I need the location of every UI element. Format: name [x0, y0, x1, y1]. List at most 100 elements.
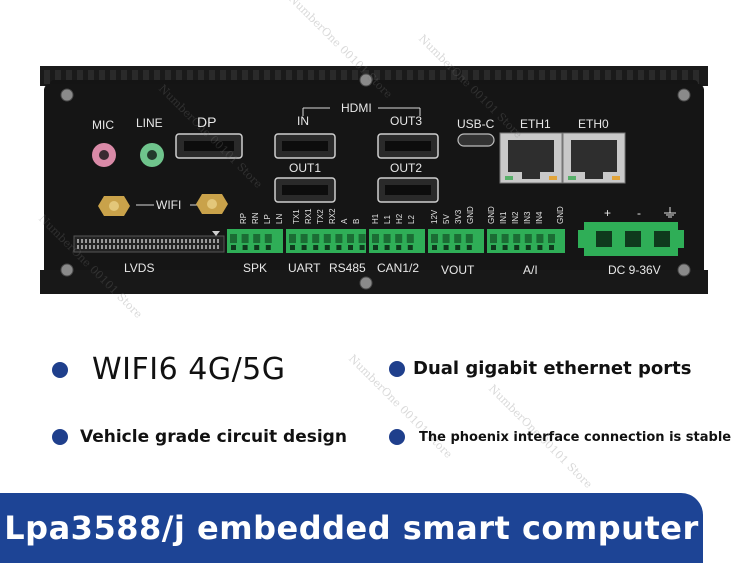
svg-text:GND: GND — [556, 206, 565, 224]
feature-ethernet: Dual gigabit ethernet ports — [389, 358, 691, 379]
pin — [181, 239, 183, 243]
hdmi-header-label: HDMI — [341, 101, 372, 115]
dc-minus-label: - — [637, 206, 641, 220]
banner-title: Lpa3588/j embedded smart computer — [4, 509, 699, 547]
spk-label: SPK — [243, 261, 267, 275]
fin — [352, 70, 358, 84]
pin — [81, 245, 83, 249]
fin — [77, 70, 83, 84]
pin — [125, 245, 127, 249]
pin — [129, 239, 131, 243]
pin — [209, 245, 211, 249]
fin — [693, 70, 699, 84]
fin — [418, 70, 424, 84]
pin — [161, 239, 163, 243]
terminal-slot — [358, 234, 366, 243]
fin — [660, 70, 666, 84]
terminal-slot — [490, 234, 497, 243]
pin — [133, 245, 135, 249]
fin — [671, 70, 677, 84]
fin — [66, 70, 72, 84]
pin — [145, 245, 147, 249]
feature-phoenix: The phoenix interface connection is stab… — [389, 429, 731, 445]
fin — [88, 70, 94, 84]
device-photo: HDMI MIC LINE DP IN OUT1 OUT3 OUT2 USB-C… — [40, 66, 708, 294]
bullet-icon — [389, 360, 405, 377]
pin — [173, 245, 175, 249]
hdmi-out1-label: OUT1 — [289, 161, 321, 175]
pin — [109, 245, 111, 249]
eth1-label: ETH1 — [520, 117, 551, 131]
terminal-slot — [289, 234, 296, 243]
fin — [374, 70, 380, 84]
terminal-screw — [491, 245, 496, 250]
fin — [319, 70, 325, 84]
pin — [205, 245, 207, 249]
pin — [101, 239, 103, 243]
fin — [286, 70, 292, 84]
pin — [153, 245, 155, 249]
fin — [110, 70, 116, 84]
pin — [97, 239, 99, 243]
fin — [231, 70, 237, 84]
terminal-slot — [372, 234, 379, 243]
wifi-antenna-right-icon — [196, 194, 228, 214]
terminal-screw — [265, 245, 271, 250]
terminal-screw — [466, 245, 472, 250]
fin — [506, 70, 512, 84]
terminal-screw — [455, 245, 461, 250]
terminal-screw — [396, 245, 402, 250]
svg-text:GND: GND — [466, 206, 475, 224]
pin — [165, 245, 167, 249]
fin — [198, 70, 204, 84]
svg-text:RX2: RX2 — [328, 208, 337, 224]
pin — [193, 245, 195, 249]
pin — [93, 239, 95, 243]
wifi-antenna-left-icon — [98, 196, 130, 216]
pin — [165, 239, 167, 243]
fin — [649, 70, 655, 84]
fin — [550, 70, 556, 84]
title-banner: Lpa3588/j embedded smart computer — [0, 493, 703, 563]
pin — [89, 245, 91, 249]
feature-wifi: WIFI6 4G/5G — [52, 352, 286, 387]
pin — [201, 245, 203, 249]
fin — [330, 70, 336, 84]
pin — [85, 239, 87, 243]
svg-text:L1: L1 — [383, 215, 392, 224]
pin — [121, 239, 123, 243]
screw-icon — [60, 263, 74, 277]
pin — [149, 239, 151, 243]
pin — [193, 239, 195, 243]
pin — [125, 239, 127, 243]
svg-text:A: A — [340, 218, 349, 224]
terminal-screw — [525, 245, 531, 250]
feature-vehicle-text: Vehicle grade circuit design — [80, 427, 347, 447]
feature-wifi-text: WIFI6 4G/5G — [92, 352, 286, 387]
pin — [105, 239, 107, 243]
pin — [121, 245, 123, 249]
terminal-screw — [502, 245, 508, 250]
terminal-slot — [395, 234, 403, 243]
terminal-screw — [336, 245, 342, 250]
svg-text:LP: LP — [263, 214, 272, 224]
pin — [185, 245, 187, 249]
fin — [253, 70, 259, 84]
fin — [385, 70, 391, 84]
fin — [396, 70, 402, 84]
fin — [539, 70, 545, 84]
fin — [517, 70, 523, 84]
fin — [440, 70, 446, 84]
screw-icon — [677, 88, 691, 102]
terminal-screw — [443, 245, 449, 250]
fin — [638, 70, 644, 84]
bullet-icon — [52, 361, 68, 378]
feature-phoenix-text: The phoenix interface connection is stab… — [419, 429, 732, 445]
svg-text:RN: RN — [251, 212, 260, 224]
lvds-connector — [73, 235, 225, 253]
fin — [187, 70, 193, 84]
fin — [561, 70, 567, 84]
terminal-slot — [383, 234, 391, 243]
fin — [484, 70, 490, 84]
screw-icon — [677, 263, 691, 277]
